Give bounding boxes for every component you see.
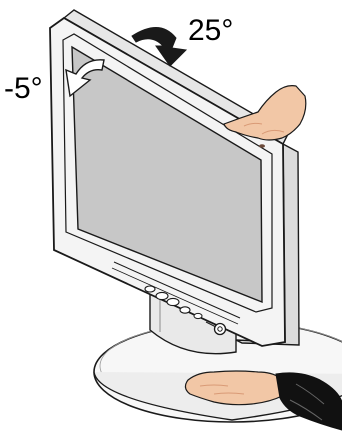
monitor-screen: [71, 45, 263, 304]
monitor-body: [49, 9, 300, 347]
tilt-back-arrow-icon: [131, 27, 188, 67]
tilt-forward-angle-label: -5°: [4, 72, 43, 105]
tilt-back-angle-label: 25°: [188, 14, 233, 47]
monitor-control-buttons: [144, 285, 217, 328]
hand-icon: [223, 85, 307, 148]
tilt-forward-arrow-icon: [65, 59, 105, 98]
hand-icon: [184, 370, 342, 431]
power-button-icon: [213, 322, 227, 336]
